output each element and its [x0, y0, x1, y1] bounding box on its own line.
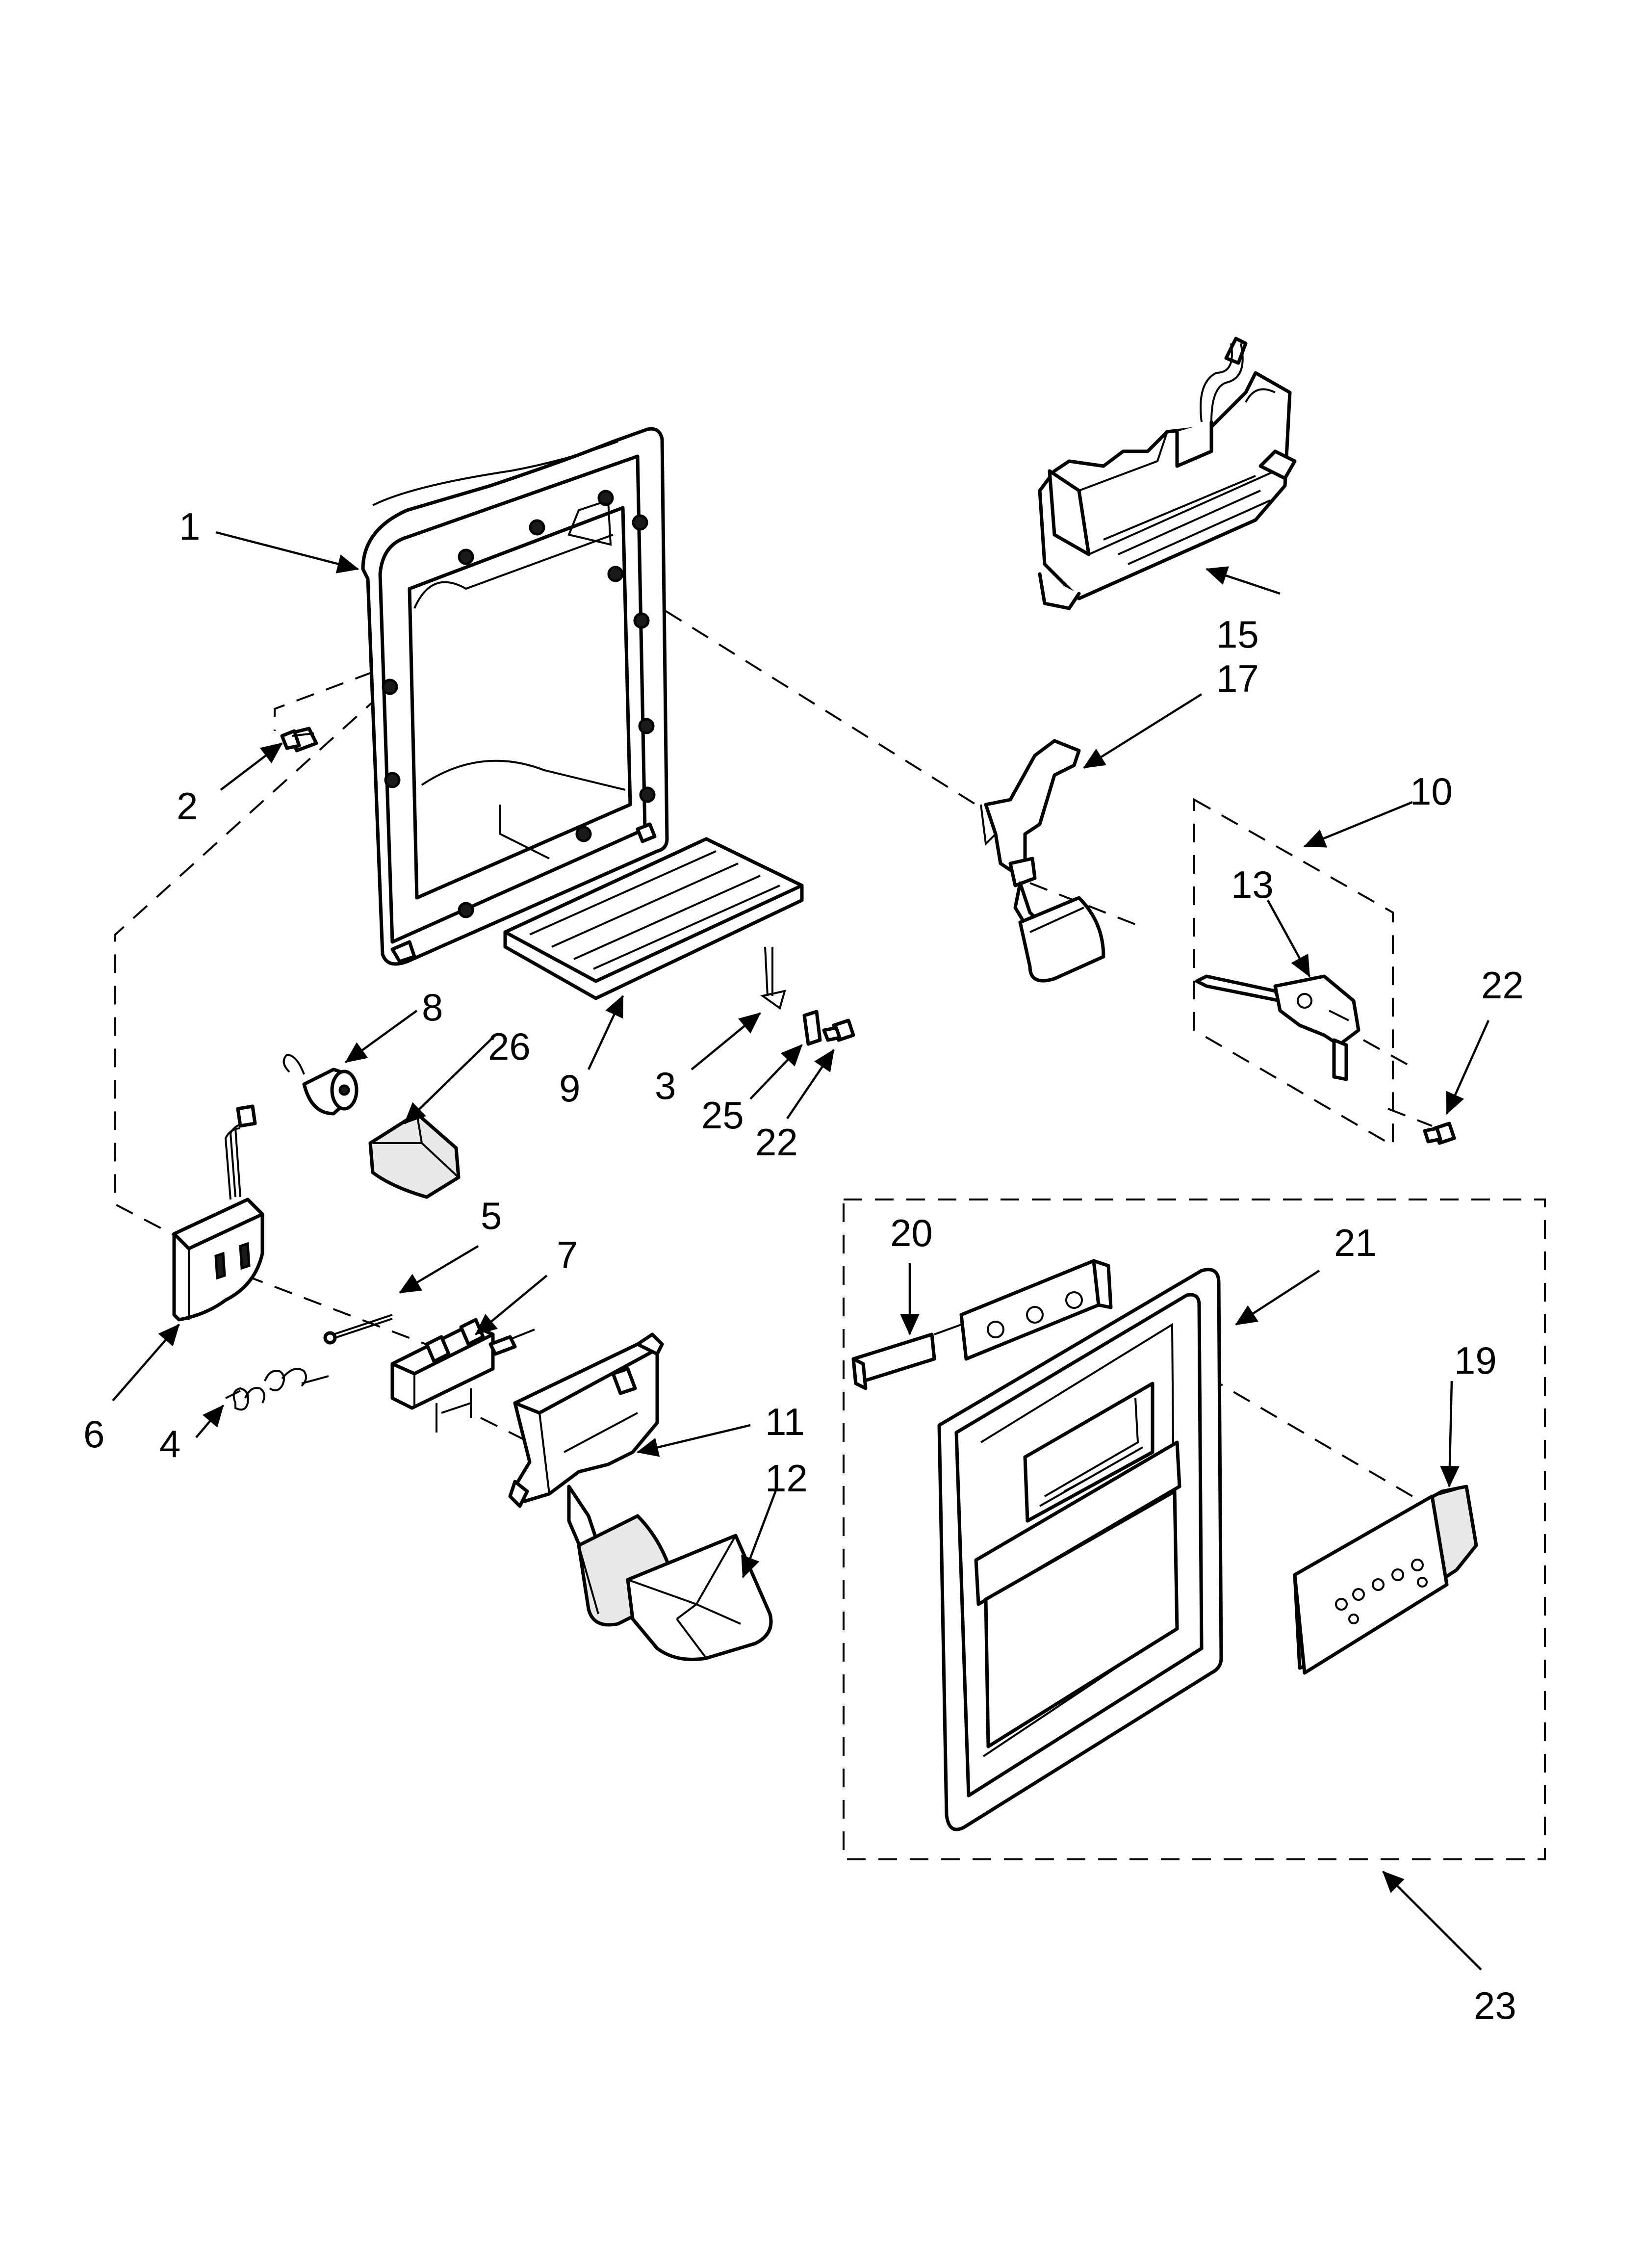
- part-5-pin: [323, 1314, 393, 1345]
- callout-13: 13: [1231, 863, 1274, 906]
- callout-20: 20: [890, 1211, 933, 1254]
- callout-23: 23: [1474, 1984, 1516, 2027]
- callout-21: 21: [1334, 1221, 1377, 1264]
- part-13-lever: [1195, 974, 1360, 1081]
- callout-26: 26: [488, 1025, 531, 1068]
- callout-1: 1: [179, 505, 200, 548]
- kit-23-boundary: [843, 1199, 1546, 1860]
- part-26-cover: [368, 1112, 461, 1199]
- callout-11: 11: [765, 1400, 805, 1443]
- callout-5: 5: [481, 1194, 502, 1237]
- part-1-dispenser-housing: [361, 427, 669, 966]
- callout-19: 19: [1454, 1339, 1497, 1382]
- callout-7: 7: [557, 1233, 578, 1277]
- callout-labels: 1 2 3 4 5 6 7 8 9 10 11 12 13 15 17 19 2…: [83, 505, 1524, 2027]
- callout-6: 6: [83, 1412, 104, 1456]
- part-25-bracket: [802, 1010, 822, 1046]
- part-22-screw-right: [1423, 1121, 1456, 1145]
- callout-25: 25: [701, 1094, 744, 1137]
- callout-17: 17: [1216, 657, 1259, 700]
- callout-22-a: 22: [1481, 964, 1524, 1007]
- part-22-screw-left: [822, 1018, 855, 1042]
- callout-3: 3: [655, 1064, 676, 1107]
- callout-15: 15: [1216, 613, 1259, 656]
- part-19-control-panel: [1293, 1485, 1478, 1675]
- callout-9: 9: [559, 1067, 580, 1110]
- part-6-switch: [172, 1104, 264, 1322]
- callout-10: 10: [1410, 770, 1453, 813]
- part-4-spring: [225, 1368, 329, 1411]
- callout-12: 12: [765, 1457, 808, 1500]
- part-21-front-panel: [937, 1268, 1223, 1831]
- part-15-control-bracket: [1038, 337, 1297, 610]
- part-20-harness-board: [851, 1259, 1113, 1390]
- kit-10-boundary: [1193, 798, 1394, 1147]
- part-12-chute-cup: [626, 1534, 773, 1661]
- assembly-guide-lines: [114, 544, 1433, 1610]
- part-9-drip-tray: [503, 837, 804, 1000]
- part-3-spring-clip: [760, 946, 786, 1010]
- part-8-solenoid: [282, 1053, 359, 1116]
- part-2-screw: [280, 727, 318, 753]
- part-17-chute-lever: [980, 739, 1105, 983]
- callout-8: 8: [422, 986, 443, 1029]
- part-7-actuator: [390, 1318, 535, 1433]
- callout-2: 2: [177, 784, 198, 828]
- callout-4: 4: [159, 1422, 180, 1465]
- leader-arrows: [112, 531, 1490, 1971]
- callout-22-b: 22: [755, 1121, 798, 1164]
